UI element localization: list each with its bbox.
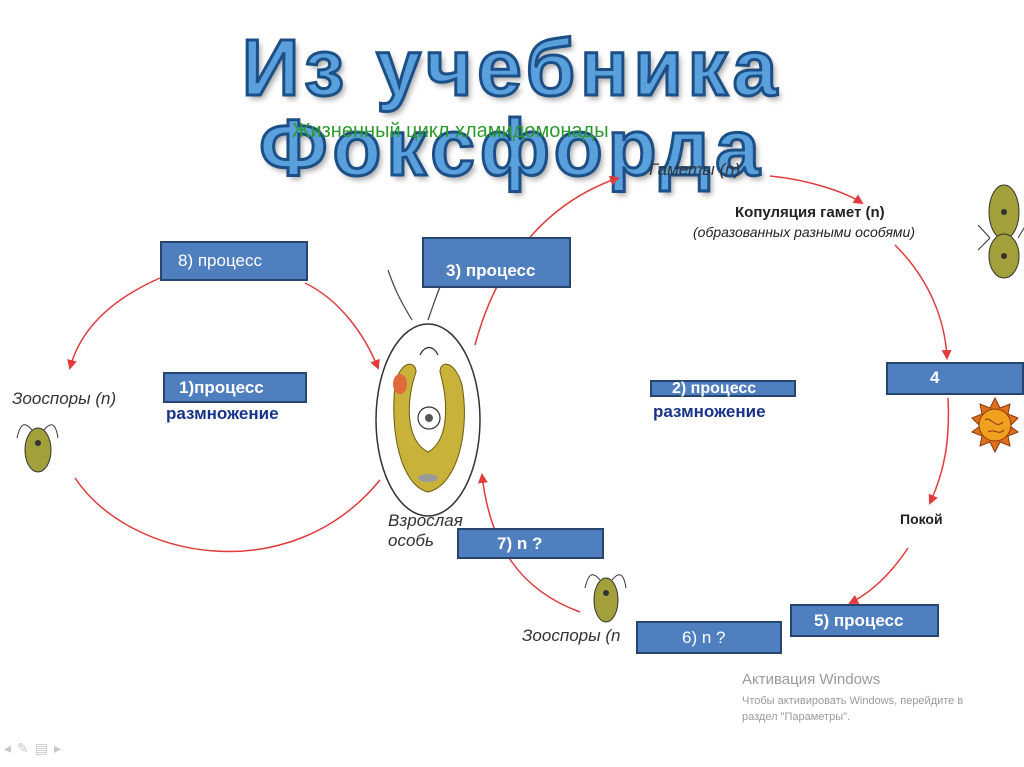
box-ploidy-7: 7) n ?: [457, 528, 604, 559]
activation-watermark-line2: раздел "Параметры".: [742, 711, 851, 723]
next-slide-icon[interactable]: ▸: [54, 740, 68, 756]
activation-watermark-title: Активация Windows: [742, 671, 881, 688]
reproduction-middle-label: размножение: [653, 402, 766, 421]
arrow-to-copulation: [769, 175, 864, 205]
page-title: Из учебника Фоксфорда: [240, 23, 783, 192]
slideshow-nav: ◂✎▤▸: [4, 740, 67, 757]
box-process-2: 2) процесс: [650, 380, 796, 397]
arrow-to-rest: [928, 397, 950, 505]
adult-cell-image: [375, 267, 481, 517]
pen-icon[interactable]: ✎: [17, 740, 35, 756]
activation-watermark-line1: Чтобы активировать Windows, перейдите в: [742, 695, 964, 707]
box-process-3: 3) процесс: [422, 237, 571, 288]
rest-label: Покой: [900, 511, 943, 527]
adult-label-line1: Взрослая: [388, 511, 463, 530]
menu-icon[interactable]: ▤: [34, 740, 54, 756]
arrow-to-zygote: [894, 244, 952, 360]
zoospores-left-label: Зооспоры (n): [12, 389, 117, 408]
zoospores-bottom-label: Зооспоры (n: [522, 626, 621, 645]
box-process-1: 1)процесс: [163, 372, 307, 403]
arrow-to-adult: [477, 473, 581, 613]
arrow-to-box5: [848, 547, 909, 604]
activation-watermark-text: Чтобы активировать Windows, перейдите в …: [742, 693, 1002, 725]
arrow-top-left: [304, 282, 380, 370]
copulation-label: Копуляция гамет (n): [735, 204, 885, 221]
diagram-subtitle: Жизненный цикл хламидомонады: [292, 120, 609, 142]
arrow-to-zoospores-left: [67, 277, 161, 370]
gametes-copulation-image: [977, 184, 1024, 279]
prev-slide-icon[interactable]: ◂: [4, 740, 18, 756]
zoospore-left-image: [16, 424, 59, 473]
adult-label-line2: особь: [388, 531, 434, 550]
zygote-image: [970, 396, 1020, 454]
reproduction-left-label: размножение: [166, 404, 279, 423]
box-process-5: 5) процесс: [790, 604, 939, 637]
box-ploidy-6: 6) n ?: [636, 621, 782, 654]
arrow-bottom-left: [74, 477, 381, 553]
gametes-label: Гаметы (n): [649, 160, 741, 179]
box-process-4: 4: [886, 362, 1024, 395]
zoospore-bottom-image: [584, 574, 627, 623]
box-process-8: 8) процесс: [160, 241, 308, 281]
copulation-note: (образованных разными особями): [693, 224, 915, 240]
